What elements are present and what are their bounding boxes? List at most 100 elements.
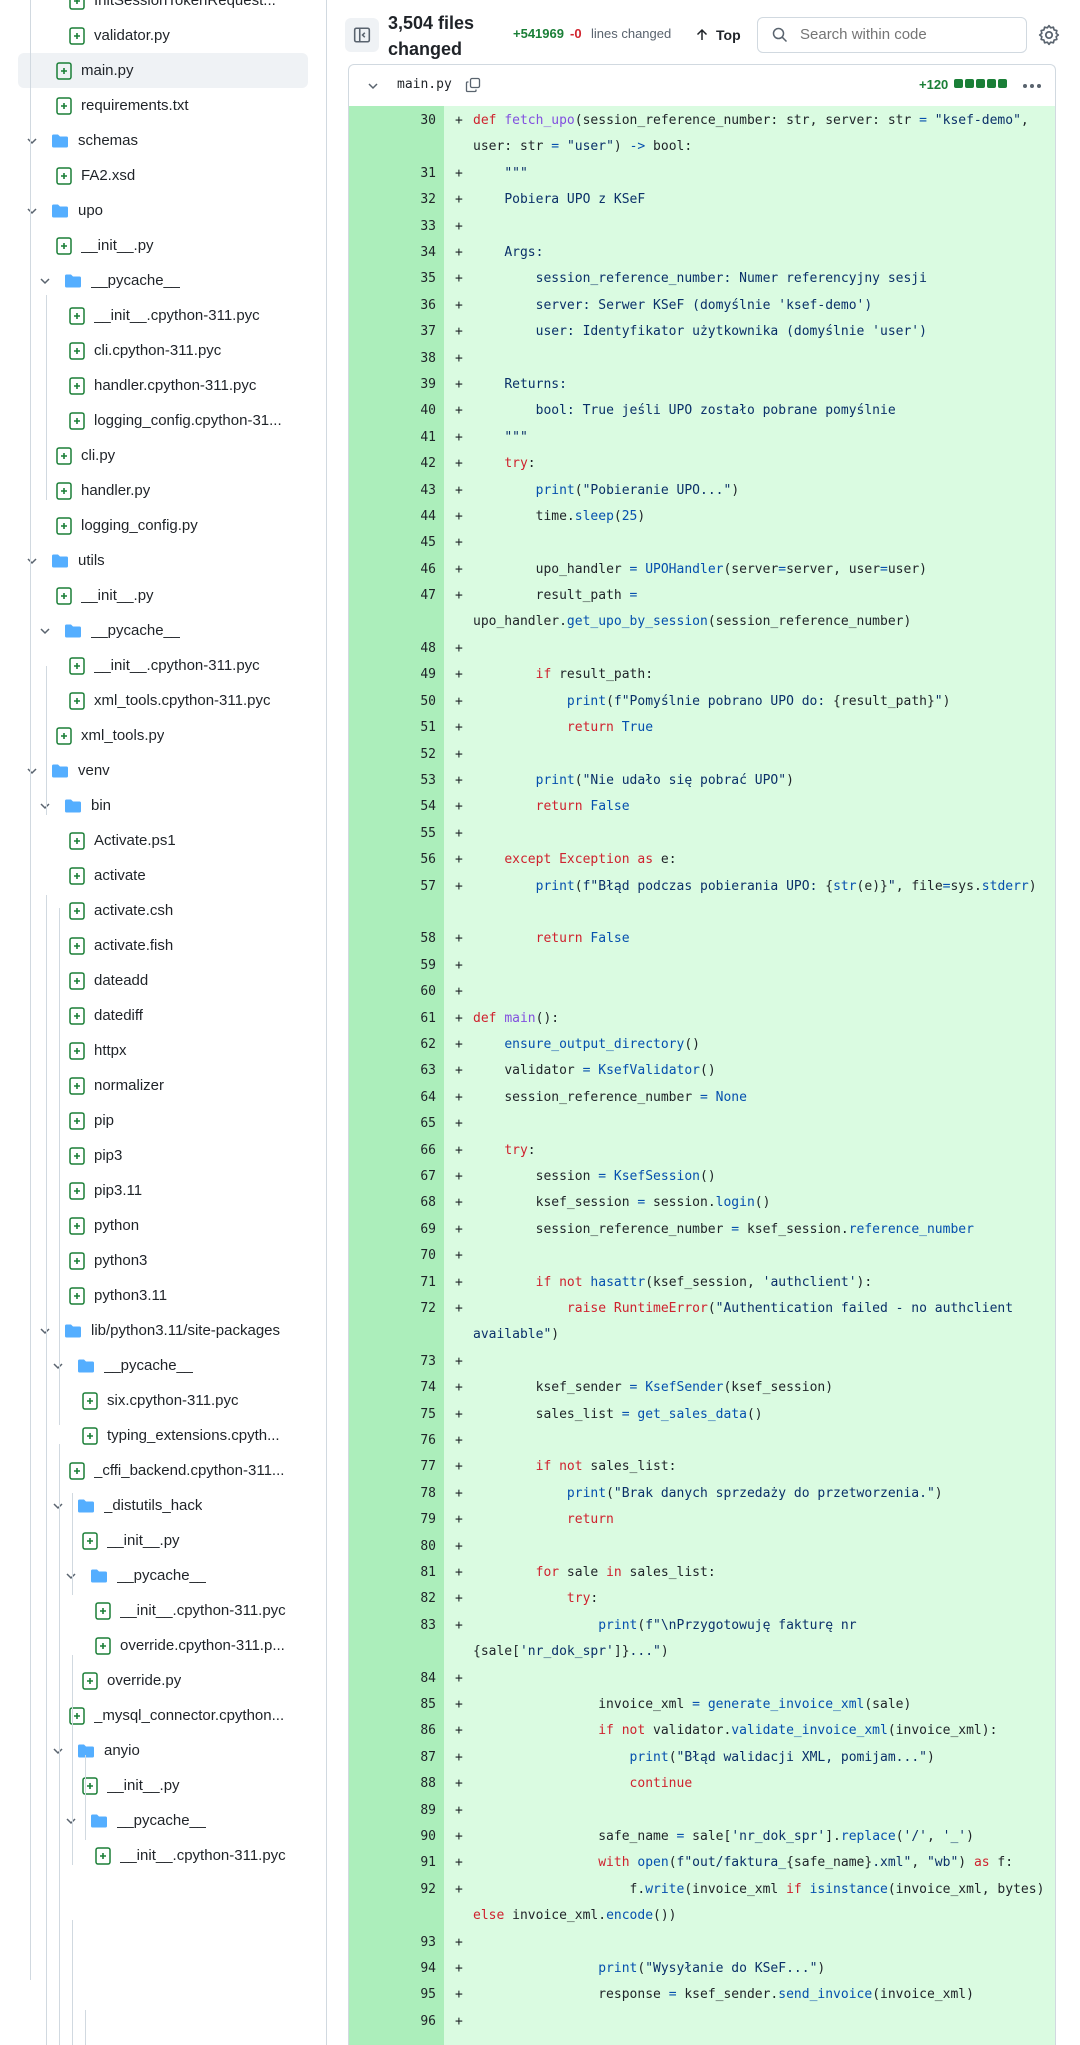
line-number[interactable]: 82 [420,1591,436,1607]
chevron-down-icon[interactable] [50,1743,66,1759]
tree-file[interactable]: __init__.cpython-311.pyc [0,298,326,333]
line-number[interactable]: 83 [420,1617,436,1633]
line-number[interactable]: 56 [420,852,436,868]
line-number[interactable]: 90 [420,1829,436,1844]
tree-folder[interactable]: schemas [0,123,326,158]
tree-folder[interactable]: upo [0,193,326,228]
tree-file[interactable]: __init__.py [0,578,326,613]
line-number[interactable]: 35 [420,271,436,287]
tree-file[interactable]: override.py [0,1663,326,1698]
line-number[interactable]: 41 [420,429,436,445]
line-number[interactable]: 78 [420,1485,436,1501]
tree-file[interactable]: datediff [0,998,326,1033]
tree-file[interactable]: Activate.ps1 [0,823,326,858]
tree-folder[interactable]: anyio [0,1733,326,1768]
line-number[interactable]: 66 [420,1142,436,1158]
line-number[interactable]: 85 [420,1697,436,1712]
chevron-down-icon[interactable] [63,1568,79,1584]
line-number[interactable]: 79 [420,1512,436,1528]
tree-file[interactable]: pip [0,1103,326,1138]
line-number[interactable]: 84 [420,1670,436,1686]
line-number[interactable]: 72 [420,1301,436,1316]
line-number[interactable]: 71 [420,1274,436,1290]
line-number[interactable]: 62 [420,1037,436,1052]
tree-file[interactable]: xml_tools.cpython-311.pyc [0,683,326,718]
line-number[interactable]: 73 [420,1353,436,1369]
line-number[interactable]: 34 [420,245,436,260]
tree-file[interactable]: dateadd [0,963,326,998]
file-name[interactable]: main.py [397,77,452,92]
line-number[interactable]: 70 [420,1248,436,1264]
tree-file[interactable]: logging_config.cpython-31... [0,403,326,438]
line-number[interactable]: 44 [420,509,436,524]
tree-folder[interactable]: __pycache__ [0,1348,326,1383]
line-number[interactable]: 76 [420,1433,436,1448]
line-number[interactable]: 37 [420,324,436,340]
line-number[interactable]: 93 [420,1934,436,1950]
line-number[interactable]: 57 [420,878,436,894]
search-within-code[interactable] [757,17,1027,53]
line-number[interactable]: 53 [420,773,436,788]
line-number[interactable]: 49 [420,667,436,683]
top-button[interactable]: Top [690,20,750,50]
chevron-down-icon[interactable] [37,1323,53,1339]
tree-file[interactable]: __init__.py [0,228,326,263]
tree-file[interactable]: override.cpython-311.p... [0,1628,326,1663]
tree-file[interactable]: main.py [0,53,326,88]
tree-folder[interactable]: utils [0,543,326,578]
tree-file[interactable]: python [0,1208,326,1243]
chevron-down-icon[interactable] [63,1813,79,1829]
line-number[interactable]: 80 [420,1538,436,1554]
tree-file[interactable]: __init__.cpython-311.pyc [0,648,326,683]
tree-file[interactable]: python3 [0,1243,326,1278]
tree-file[interactable]: handler.py [0,473,326,508]
tree-file[interactable]: python3.11 [0,1278,326,1313]
line-number[interactable]: 94 [420,1961,436,1976]
tree-file[interactable]: pip3 [0,1138,326,1173]
line-number[interactable]: 55 [420,825,436,841]
chevron-down-icon[interactable] [24,133,40,149]
tree-folder[interactable]: __pycache__ [0,263,326,298]
chevron-down-icon[interactable] [37,623,53,639]
line-number[interactable]: 95 [420,1987,436,2003]
tree-file[interactable]: handler.cpython-311.pyc [0,368,326,403]
chevron-down-icon[interactable] [24,203,40,219]
line-number[interactable]: 50 [420,693,436,709]
line-number[interactable]: 45 [420,535,436,551]
tree-folder[interactable]: venv [0,753,326,788]
tree-file[interactable]: _cffi_backend.cpython-311... [0,1453,326,1488]
chevron-down-icon[interactable] [365,78,381,94]
line-number[interactable]: 30 [420,113,436,128]
line-number[interactable]: 48 [420,641,436,656]
sidebar-toggle-button[interactable] [345,18,379,52]
line-number[interactable]: 96 [420,2013,436,2029]
line-number[interactable]: 87 [420,1749,436,1765]
line-number[interactable]: 59 [420,957,436,973]
line-number[interactable]: 92 [420,1881,436,1897]
line-number[interactable]: 38 [420,350,436,366]
line-number[interactable]: 54 [420,799,436,815]
line-number[interactable]: 81 [420,1565,436,1580]
tree-folder[interactable]: lib/python3.11/site-packages [0,1313,326,1348]
line-number[interactable]: 51 [420,720,436,736]
line-number[interactable]: 63 [420,1063,436,1079]
tree-file[interactable]: normalizer [0,1068,326,1103]
line-number[interactable]: 36 [420,297,436,313]
line-number[interactable]: 47 [420,588,436,604]
line-number[interactable]: 40 [420,403,436,419]
chevron-down-icon[interactable] [37,798,53,814]
line-number[interactable]: 64 [420,1089,436,1105]
line-number[interactable]: 75 [420,1406,436,1422]
tree-file[interactable]: InitSessionTokenRequest... [0,0,326,18]
tree-folder[interactable]: bin [0,788,326,823]
line-number[interactable]: 42 [420,456,436,472]
line-number[interactable]: 61 [420,1010,436,1026]
chevron-down-icon[interactable] [37,273,53,289]
tree-file[interactable]: xml_tools.py [0,718,326,753]
line-number[interactable]: 68 [420,1195,436,1211]
tree-file[interactable]: logging_config.py [0,508,326,543]
settings-button[interactable] [1038,24,1060,46]
line-number[interactable]: 31 [420,165,436,181]
line-number[interactable]: 86 [420,1723,436,1739]
line-number[interactable]: 33 [420,218,436,234]
